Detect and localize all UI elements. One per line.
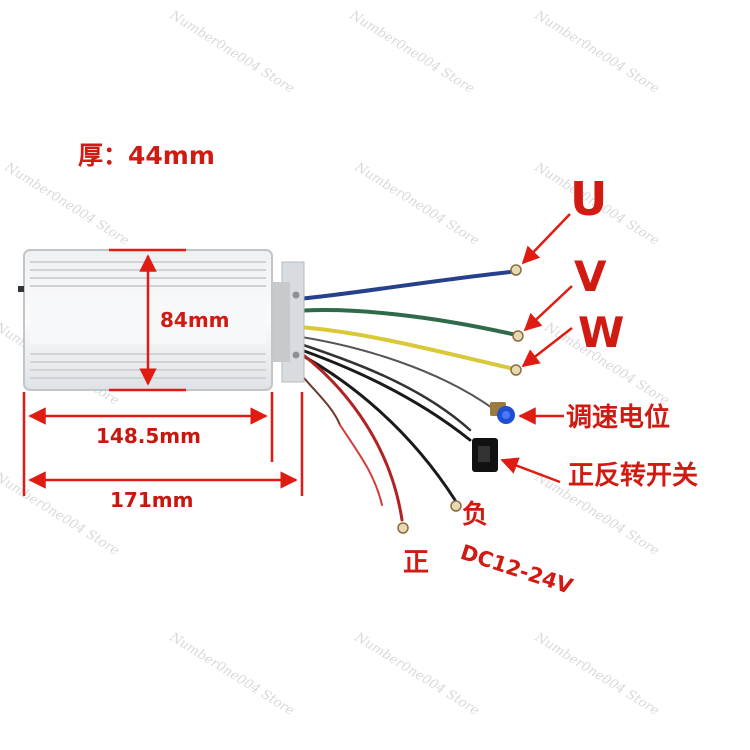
speed-potentiometer [490, 402, 515, 424]
speed-pot-label: 调速电位 [566, 403, 671, 433]
wire-red-pos [288, 343, 404, 522]
leader-switch [500, 457, 561, 484]
phase-u-label: U [570, 172, 608, 226]
fwd-rev-switch [472, 438, 498, 472]
thickness-label: 厚：44mm [78, 141, 215, 170]
leader-v [523, 285, 573, 332]
dimension-lines [22, 213, 573, 496]
negative-label: 负 [462, 500, 489, 530]
terminal-v [512, 330, 524, 342]
terminal-pos [397, 522, 409, 534]
wire-yellow [283, 324, 512, 370]
wire-thin-1 [287, 334, 496, 411]
wire-blue [283, 270, 512, 302]
terminal-w [510, 364, 522, 376]
wire-green [283, 308, 514, 336]
terminal-neg [450, 500, 462, 512]
positive-label: 正 [403, 548, 430, 578]
terminal-u [510, 264, 522, 276]
ring-terminals [397, 264, 524, 534]
body-width-label: 148.5mm [96, 424, 201, 448]
wire-black-switch [288, 344, 472, 442]
wire-red-short [339, 424, 383, 506]
fwd-rev-switch-label: 正反转开关 [568, 461, 699, 491]
wire-bundle [283, 270, 514, 522]
leader-u [521, 213, 571, 265]
phase-v-label: V [574, 252, 607, 301]
leader-w [521, 327, 573, 368]
phase-w-label: W [578, 308, 625, 357]
total-width-label: 171mm [110, 488, 194, 512]
height-label: 84mm [160, 308, 230, 332]
wire-thin-2 [286, 338, 472, 432]
